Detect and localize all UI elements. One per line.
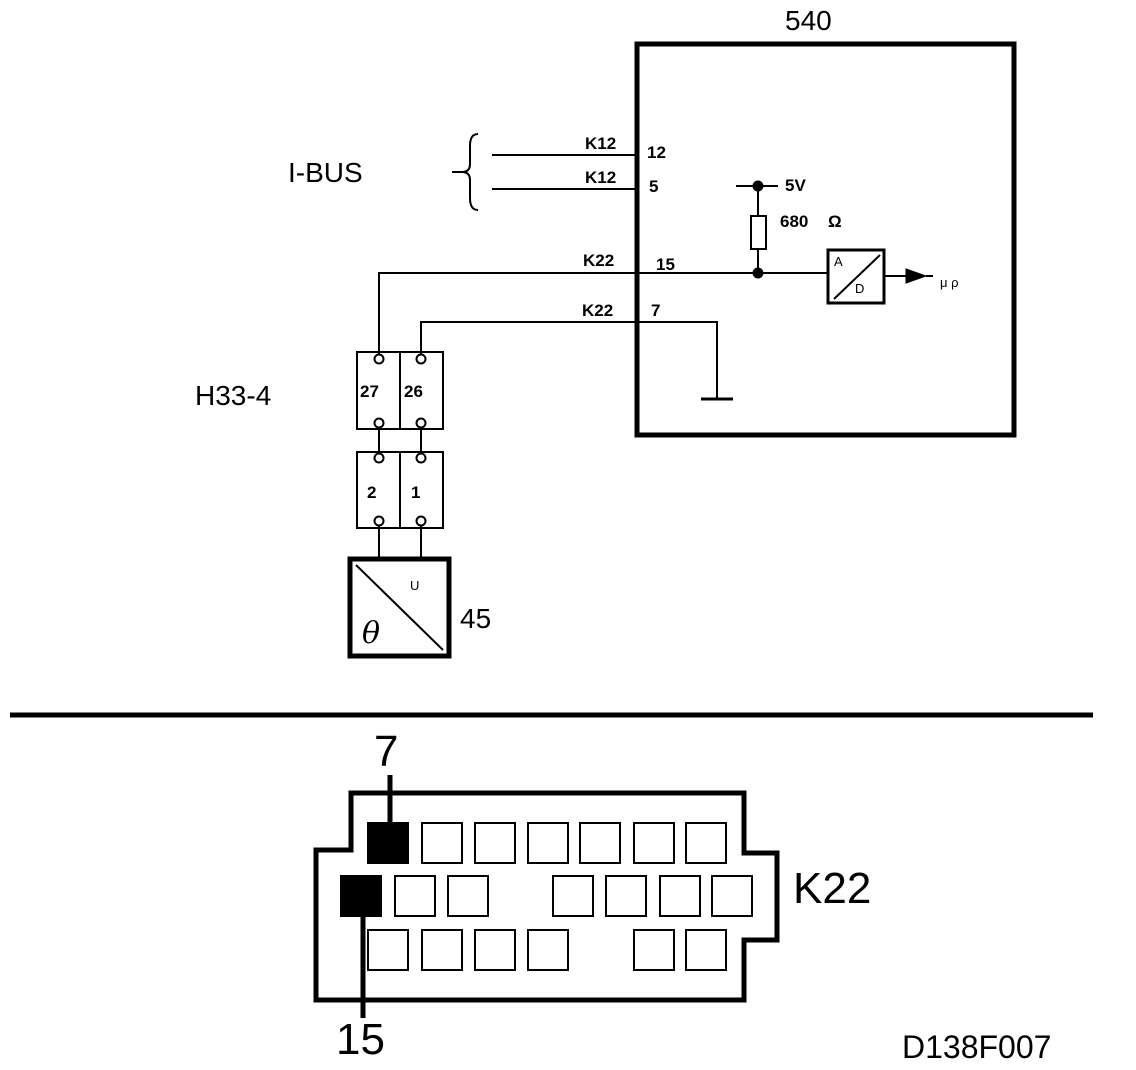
sensor-u-label: U — [410, 578, 419, 593]
output-label: μ ρ — [940, 275, 959, 290]
connector-k22-a: K22 — [583, 251, 614, 270]
pin-5-label: 5 — [649, 177, 658, 196]
output-arrow-icon — [905, 268, 928, 284]
ad-diagonal — [833, 254, 881, 300]
face-pin-15-label: 15 — [336, 1015, 385, 1064]
harness-pin-2: 2 — [367, 483, 376, 502]
wire-k22-7 — [420, 321, 718, 398]
connector-cavity — [579, 822, 621, 864]
figure-code: D138F007 — [902, 1029, 1051, 1065]
connector-k22-outline — [313, 790, 780, 1003]
ad-label-a: A — [834, 254, 843, 269]
harness-label: H33-4 — [195, 380, 271, 411]
connector-cavity-used — [367, 822, 409, 864]
harness-pin-1: 1 — [411, 483, 420, 502]
connector-cavity — [474, 929, 516, 971]
resistor-value: 680 — [780, 212, 808, 231]
connector-cells — [340, 822, 753, 971]
pin-12-label: 12 — [647, 143, 666, 162]
connector-cavity — [633, 822, 675, 864]
pin-15-label: 15 — [656, 255, 675, 274]
connector-cavity — [659, 875, 701, 917]
pin-7-label: 7 — [651, 301, 660, 320]
wire-k22-15 — [378, 272, 828, 354]
connector-cavity — [527, 929, 569, 971]
harness-pin-27: 27 — [360, 382, 379, 401]
connector-k22-b: K22 — [582, 301, 613, 320]
connector-cavity — [527, 822, 569, 864]
bus-label: I-BUS — [288, 157, 363, 188]
connector-k12-b: K12 — [585, 168, 616, 187]
supply-voltage: 5V — [785, 176, 806, 195]
harness-pin-26: 26 — [404, 382, 423, 401]
module-id: 540 — [785, 5, 832, 36]
connector-cavity — [394, 875, 436, 917]
connector-k12-a: K12 — [585, 134, 616, 153]
connector-cavity — [447, 875, 489, 917]
junction-node — [752, 267, 764, 279]
connector-cavity-used — [340, 875, 382, 917]
resistor-unit: Ω — [828, 212, 842, 231]
resistor-symbol — [750, 215, 767, 250]
face-pin-7-label: 7 — [374, 727, 398, 776]
temperature-sensor — [347, 556, 452, 659]
sensor-diagonal — [355, 564, 444, 651]
connector-cavity — [633, 929, 675, 971]
module-box — [634, 41, 1017, 438]
connector-cavity — [367, 929, 409, 971]
sensor-theta-label: θ — [362, 616, 380, 651]
connector-cavity — [685, 822, 727, 864]
bus-brace — [452, 133, 479, 211]
connector-cavity — [552, 875, 594, 917]
sensor-id: 45 — [460, 603, 491, 634]
connector-cavity — [605, 875, 647, 917]
ad-label-d: D — [855, 281, 864, 296]
connector-cavity — [421, 822, 463, 864]
connector-cavity — [474, 822, 516, 864]
connector-cavity — [685, 929, 727, 971]
connector-k22-face-label: K22 — [793, 864, 871, 913]
connector-cavity — [711, 875, 753, 917]
connector-cavity — [421, 929, 463, 971]
